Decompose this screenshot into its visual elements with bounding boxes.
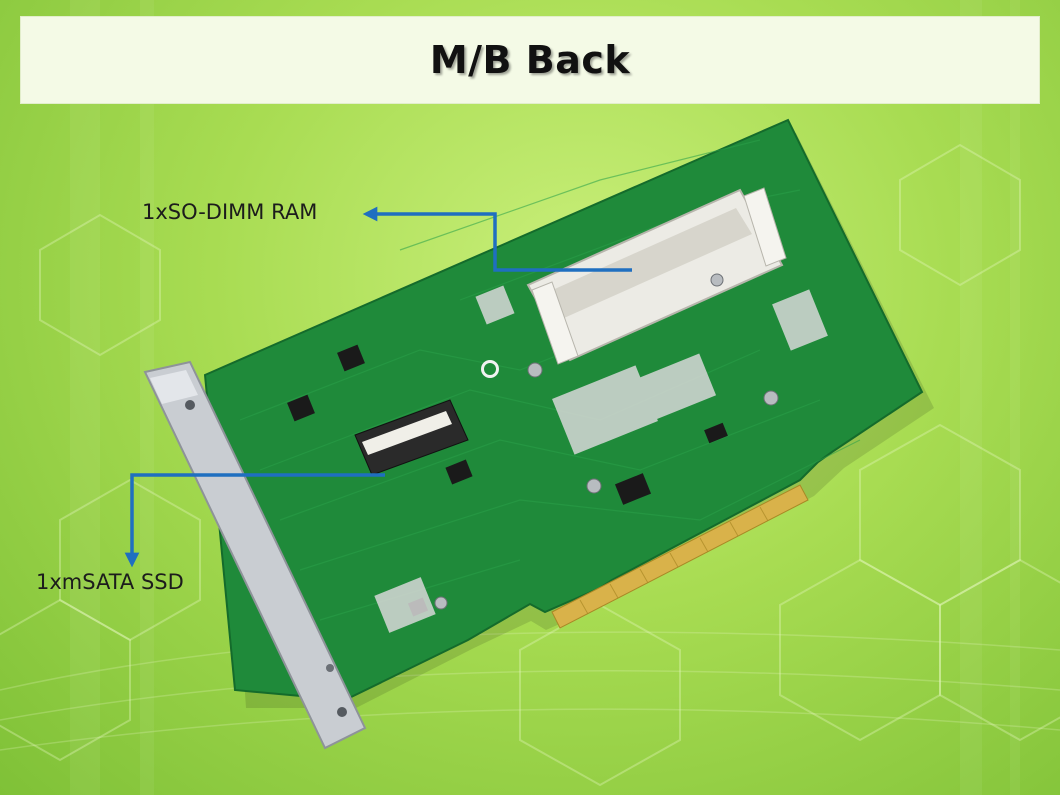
ssd-callout-arrow [124,473,385,568]
title-bar: M/B Back [20,16,1040,104]
pcie-gold-fingers [551,484,809,629]
sodimm-ram-label: 1xSO-DIMM RAM [142,200,318,224]
msata-ssd-label: 1xmSATA SSD [36,570,184,594]
metal-bracket [143,360,367,750]
slide-title: M/B Back [429,38,631,82]
ram-callout-arrow [362,206,632,272]
